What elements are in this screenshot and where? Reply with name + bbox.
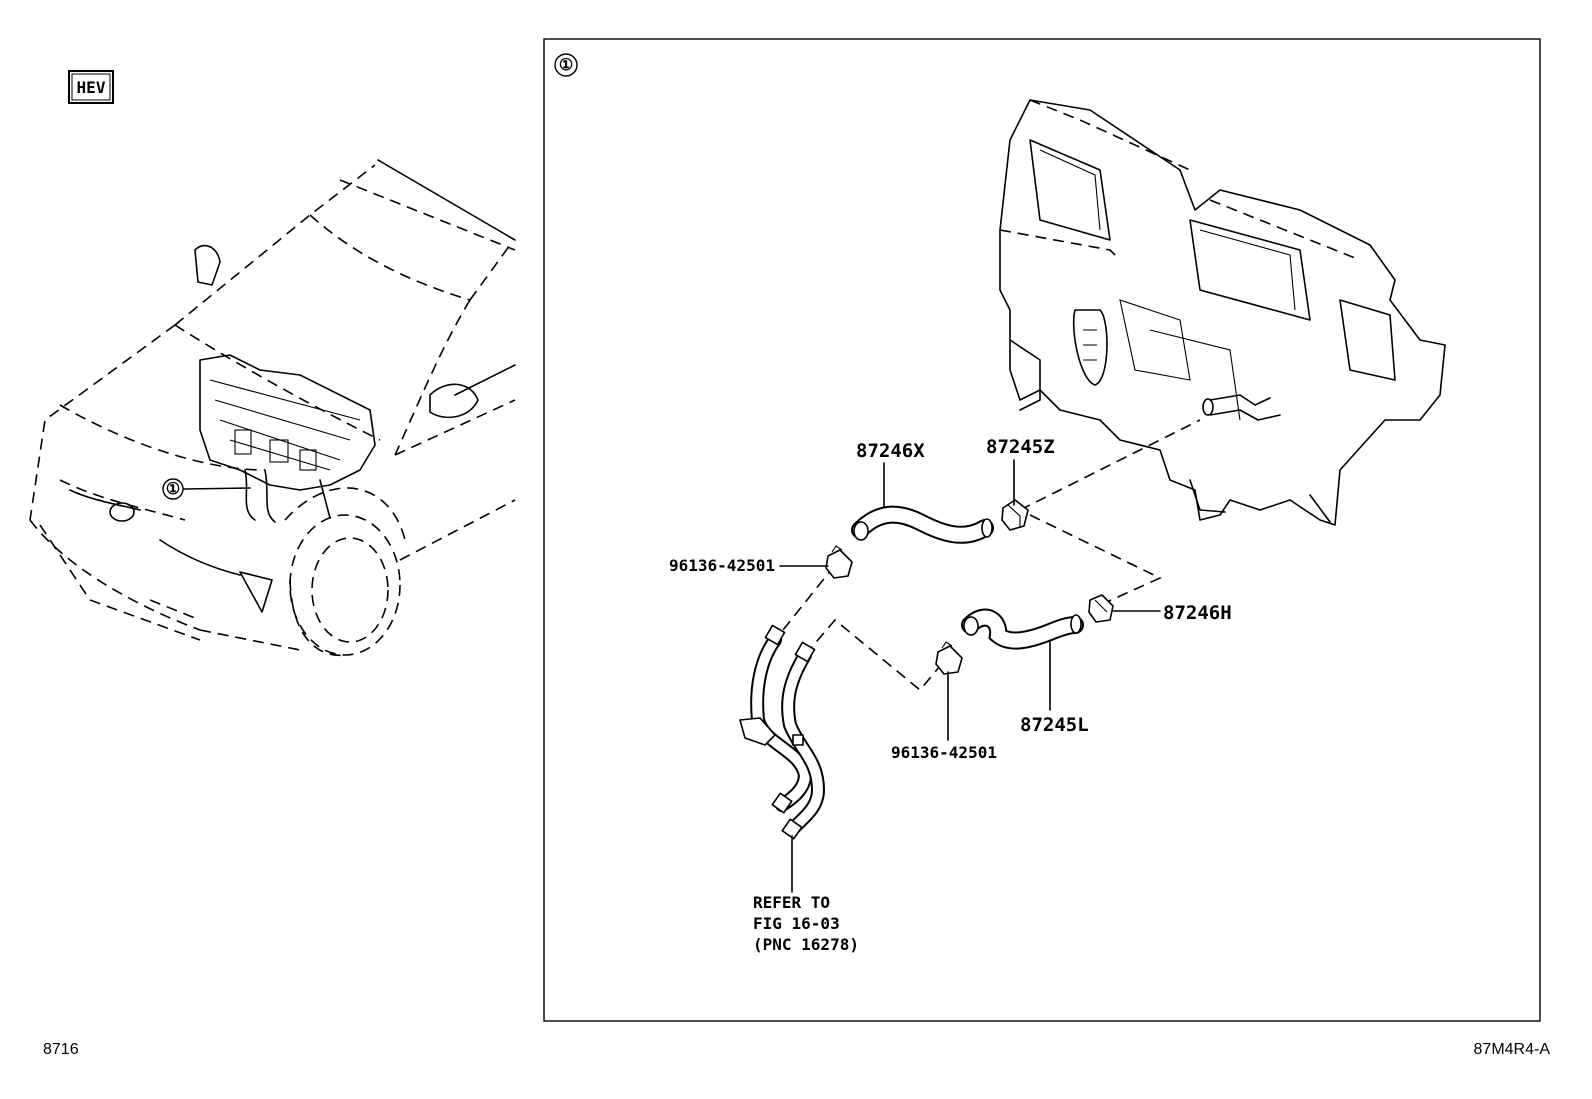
heater-unit-assembly — [999, 99, 1446, 526]
reference-note: REFER TO FIG 16-03 (PNC 16278) — [753, 893, 859, 954]
clamp-upper — [825, 545, 853, 579]
label-clamp-upper: 96136-42501 — [669, 556, 775, 575]
hose-87245l — [961, 608, 1084, 650]
pipe-assembly-reference — [739, 624, 826, 840]
reference-note-line-2: FIG 16-03 — [753, 914, 840, 933]
hose-87246x — [851, 505, 994, 544]
connection-lines — [774, 419, 1201, 692]
clip-87245z — [1001, 499, 1029, 531]
label-87245l: 87245L — [1020, 714, 1089, 736]
footer-left-code: 8716 — [43, 1041, 79, 1058]
leader-lines — [779, 459, 1161, 893]
svg-text:①: ① — [166, 479, 180, 498]
hvac-unit-in-vehicle — [199, 354, 376, 523]
reference-note-line-3: (PNC 16278) — [753, 935, 859, 954]
footer-right-code: 87M4R4-A — [1474, 1041, 1551, 1058]
label-87246x: 87246X — [856, 440, 925, 462]
clamp-lower — [935, 641, 963, 675]
callout-marker-vehicle: ① — [162, 478, 251, 500]
detail-panel-marker: ① — [559, 55, 573, 74]
vehicle-overview: ① — [29, 159, 516, 657]
detail-panel: ① — [543, 38, 1541, 1022]
hev-badge-text: HEV — [77, 78, 106, 97]
label-clamp-lower: 96136-42501 — [891, 743, 997, 762]
reference-note-line-1: REFER TO — [753, 893, 830, 912]
label-87245z: 87245Z — [986, 436, 1055, 458]
hev-badge: HEV — [68, 70, 114, 104]
label-87246h: 87246H — [1163, 602, 1232, 624]
clip-87246h — [1088, 594, 1114, 623]
